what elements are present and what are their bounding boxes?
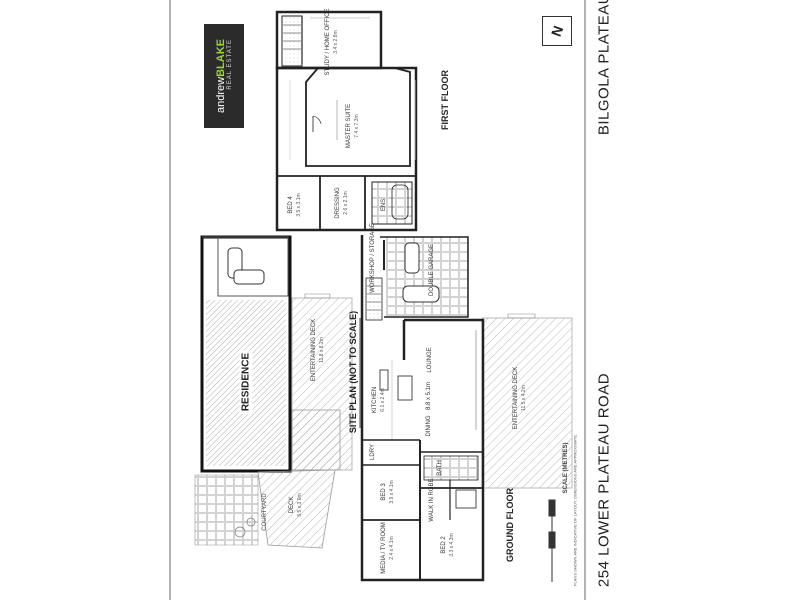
- suburb-name: BILGOLA PLATEAU: [595, 0, 613, 136]
- first-floor-label: FIRST FLOOR: [440, 70, 450, 130]
- logo-name-light: andrew: [215, 76, 227, 113]
- street-address: 254 LOWER PLATEAU ROAD: [595, 372, 613, 588]
- residence-label: RESIDENCE: [239, 349, 253, 415]
- agency-logo: andrewBLAKE REAL ESTATE: [204, 24, 244, 128]
- plan-disclaimer: PLANS SHOWN ARE INDICATIVE OF LAYOUT. DI…: [572, 433, 578, 587]
- room-walk-in-robe: WALK IN ROBE: [429, 478, 435, 522]
- logo-tagline: REAL ESTATE: [227, 39, 233, 90]
- site-plan: [194, 235, 353, 549]
- page-frame: [169, 0, 586, 600]
- room-workshop: WORKSHOP / STORAGE: [370, 223, 376, 293]
- courtyard-label: COURTYARD: [262, 493, 268, 531]
- scale-bar: [548, 499, 556, 582]
- room-laundry: LDRY: [370, 444, 376, 460]
- site-plan-title: SITE PLAN (NOT TO SCALE): [348, 310, 358, 434]
- ground-floor-label: GROUND FLOOR: [505, 488, 515, 562]
- room-lounge: LOUNGE: [427, 347, 433, 373]
- room-dining: DINING: [426, 415, 432, 437]
- first-floor-plan: [275, 10, 418, 232]
- room-ensuite: ENS: [381, 198, 387, 212]
- scale-label: SCALE (METRES): [563, 442, 569, 494]
- living-dims: 8.8 x 5.1m: [426, 381, 432, 411]
- ground-floor-plan: [360, 235, 573, 582]
- north-arrow-icon: N: [542, 16, 572, 46]
- room-bath: BATH: [437, 460, 443, 476]
- room-garage: DOUBLE GARAGE: [429, 243, 435, 297]
- logo-name-bold: BLAKE: [215, 39, 227, 77]
